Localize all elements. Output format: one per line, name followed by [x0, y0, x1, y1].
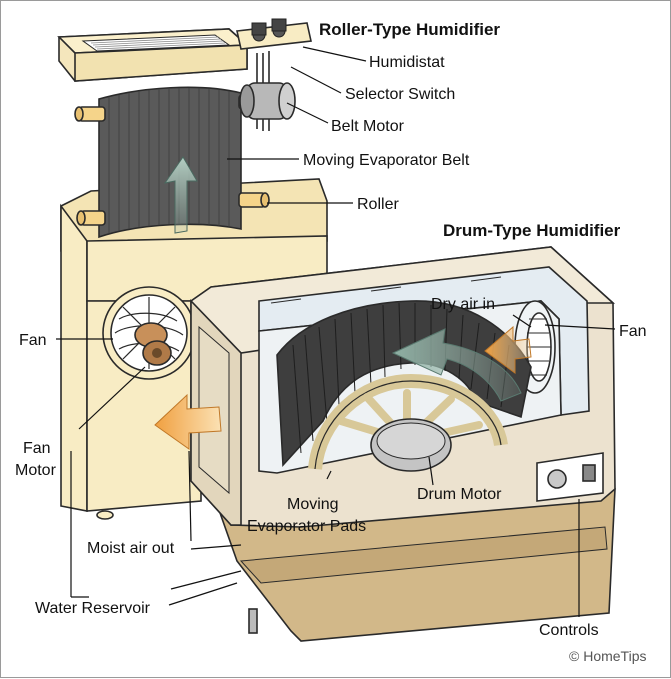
roller-lid — [57, 28, 250, 82]
label-belt-motor: Belt Motor — [331, 118, 405, 135]
dry-air-arrow-icon — [484, 325, 532, 374]
label-moist-air-out: Moist air out — [87, 540, 175, 557]
moist-air-arrow-icon — [154, 393, 222, 450]
leader-lines — [56, 46, 616, 617]
label-roller: Roller — [357, 196, 399, 213]
label-water-reservoir: Water Reservoir — [35, 600, 151, 617]
roller-title: Roller-Type Humidifier — [319, 20, 500, 39]
label-fan-motor-line1: Fan — [23, 440, 51, 457]
label-evap-pads-line1: Moving — [287, 496, 339, 513]
drum-humidifier — [189, 246, 616, 642]
control-switch-icon — [582, 464, 596, 482]
label-evap-pads-line2: Evaporator Pads — [247, 518, 366, 535]
belt-direction-arrow-icon — [163, 156, 198, 234]
drum-motor-icon — [370, 418, 452, 472]
label-drum-motor: Drum Motor — [417, 486, 502, 503]
label-humidistat: Humidistat — [369, 54, 445, 71]
fan-motor-icon — [134, 322, 172, 366]
drum-rotation-arrow-icon — [391, 328, 522, 402]
label-evaporator-belt: Moving Evaporator Belt — [303, 152, 470, 169]
label-fan-right: Fan — [619, 323, 647, 340]
evaporator-belt — [98, 86, 242, 239]
credit-text: © HomeTips — [569, 648, 646, 664]
label-controls: Controls — [539, 622, 599, 639]
label-dry-air-in: Dry air in — [431, 296, 495, 313]
roller-fan-icon — [102, 286, 196, 380]
control-knob-icon — [547, 469, 567, 489]
drum-title: Drum-Type Humidifier — [443, 221, 621, 240]
controls-panel — [536, 452, 604, 502]
label-fan-left: Fan — [19, 332, 47, 349]
roller-humidifier — [57, 18, 328, 520]
humidistat-knob-icon — [251, 18, 287, 36]
label-fan-motor-line2: Motor — [15, 462, 57, 479]
label-selector-switch: Selector Switch — [345, 86, 455, 103]
belt-motor-icon — [239, 82, 296, 120]
